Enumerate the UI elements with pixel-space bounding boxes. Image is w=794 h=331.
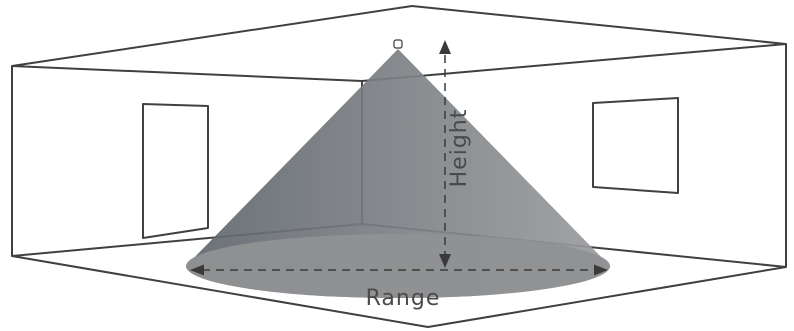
coverage-area [186, 234, 610, 298]
sensor-icon [393, 39, 403, 49]
height-arrow-up-icon [439, 40, 451, 54]
door [142, 103, 209, 239]
range-dimension: Range [190, 264, 608, 311]
detection-cone [186, 49, 610, 298]
range-arrow-right-icon [594, 264, 608, 276]
cone-body [186, 49, 610, 298]
height-dimension: Height [439, 40, 472, 268]
range-arrow-left-icon [190, 264, 204, 276]
range-label: Range [366, 286, 441, 311]
height-arrow-down-icon [439, 254, 451, 268]
height-label: Height [447, 109, 472, 188]
window [592, 97, 679, 194]
